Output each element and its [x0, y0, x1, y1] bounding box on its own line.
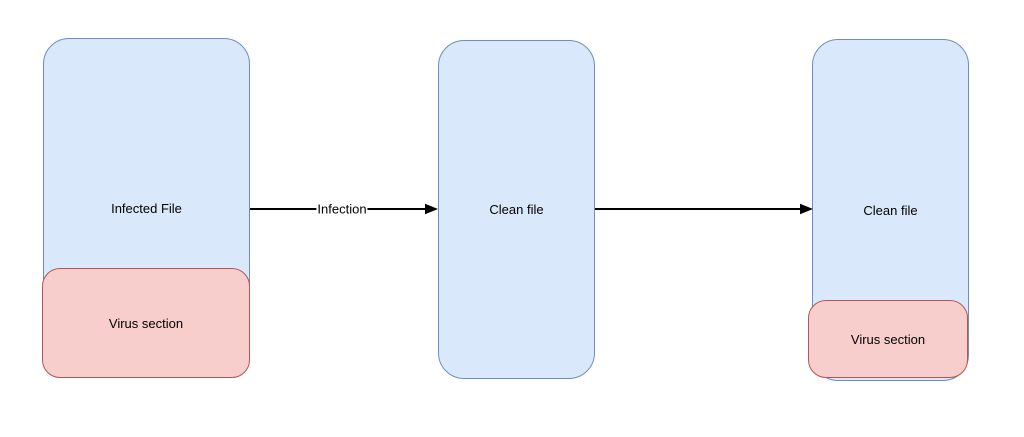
infection-edge-label: Infection [316, 201, 368, 217]
clean-file-right-label: Clean file [863, 202, 918, 218]
infected-file-label: Infected File [111, 200, 182, 216]
virus-section-left-label: Virus section [108, 315, 184, 331]
node-clean-file-middle: Clean file [438, 40, 595, 379]
infection-arrowhead-icon [425, 203, 438, 215]
node-virus-section-left: Virus section [42, 268, 250, 378]
clean-file-middle-label: Clean file [489, 202, 544, 217]
virus-section-right-label: Virus section [850, 331, 926, 347]
node-virus-section-right: Virus section [808, 300, 968, 378]
